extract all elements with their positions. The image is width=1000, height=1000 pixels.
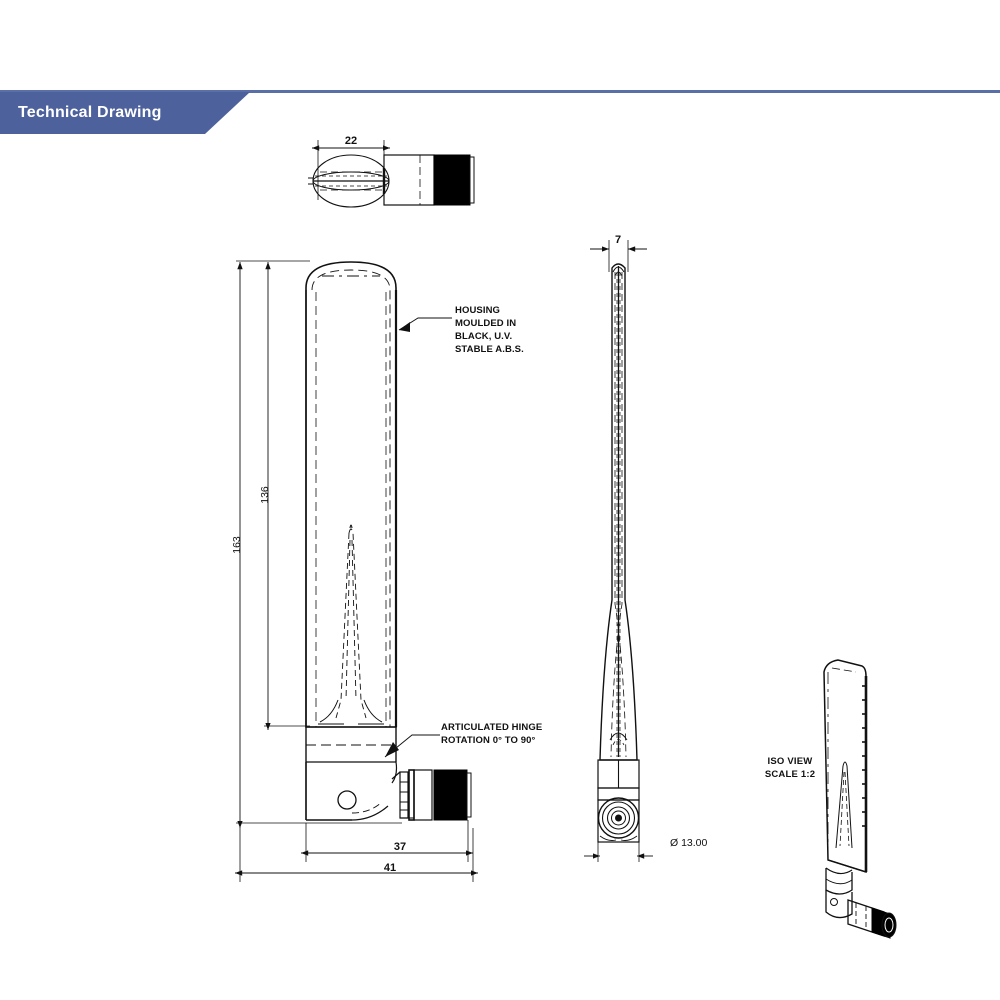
note-housing-line4: STABLE A.B.S.: [455, 344, 524, 355]
header-rule: [0, 90, 1000, 93]
front-view-dim-41: [235, 828, 478, 882]
note-hinge: ARTICULATED HINGE ROTATION 0° TO 90°: [441, 722, 542, 746]
dim-connector-length: 37: [394, 841, 406, 853]
dim-connector-diameter: Ø 13.00: [670, 837, 708, 849]
side-view: [584, 240, 653, 862]
banner-title: Technical Drawing: [18, 104, 162, 121]
dim-top-width: 22: [345, 135, 357, 147]
iso-view-line2: SCALE 1:2: [765, 769, 815, 780]
dim-side-width: 7: [615, 234, 621, 246]
note-housing-line2: MOULDED IN: [455, 318, 516, 329]
iso-view-line1: ISO VIEW: [768, 756, 813, 767]
iso-view: [823, 659, 897, 939]
note-housing-line1: HOUSING: [455, 305, 500, 316]
note-iso-view: ISO VIEW SCALE 1:2: [765, 756, 815, 780]
side-view-dim-7: [590, 240, 647, 272]
top-view: [308, 140, 475, 208]
front-view-dim-136: [264, 262, 310, 730]
front-view: [235, 260, 478, 882]
dim-overall-height: 163: [231, 536, 243, 554]
dim-overall-length: 41: [384, 862, 396, 874]
front-view-dim-163: [236, 260, 402, 828]
front-view-dim-37: [301, 820, 473, 862]
note-hinge-line2: ROTATION 0° TO 90°: [441, 735, 535, 746]
dim-housing-height: 136: [259, 486, 271, 504]
note-housing: HOUSING MOULDED IN BLACK, U.V. STABLE A.…: [455, 305, 524, 355]
technical-drawing-banner: Technical Drawing: [0, 92, 250, 134]
side-view-dim-diameter: [584, 842, 653, 862]
note-hinge-line1: ARTICULATED HINGE: [441, 722, 542, 733]
top-view-dim-22: [312, 140, 390, 200]
note-housing-line3: BLACK, U.V.: [455, 331, 512, 342]
